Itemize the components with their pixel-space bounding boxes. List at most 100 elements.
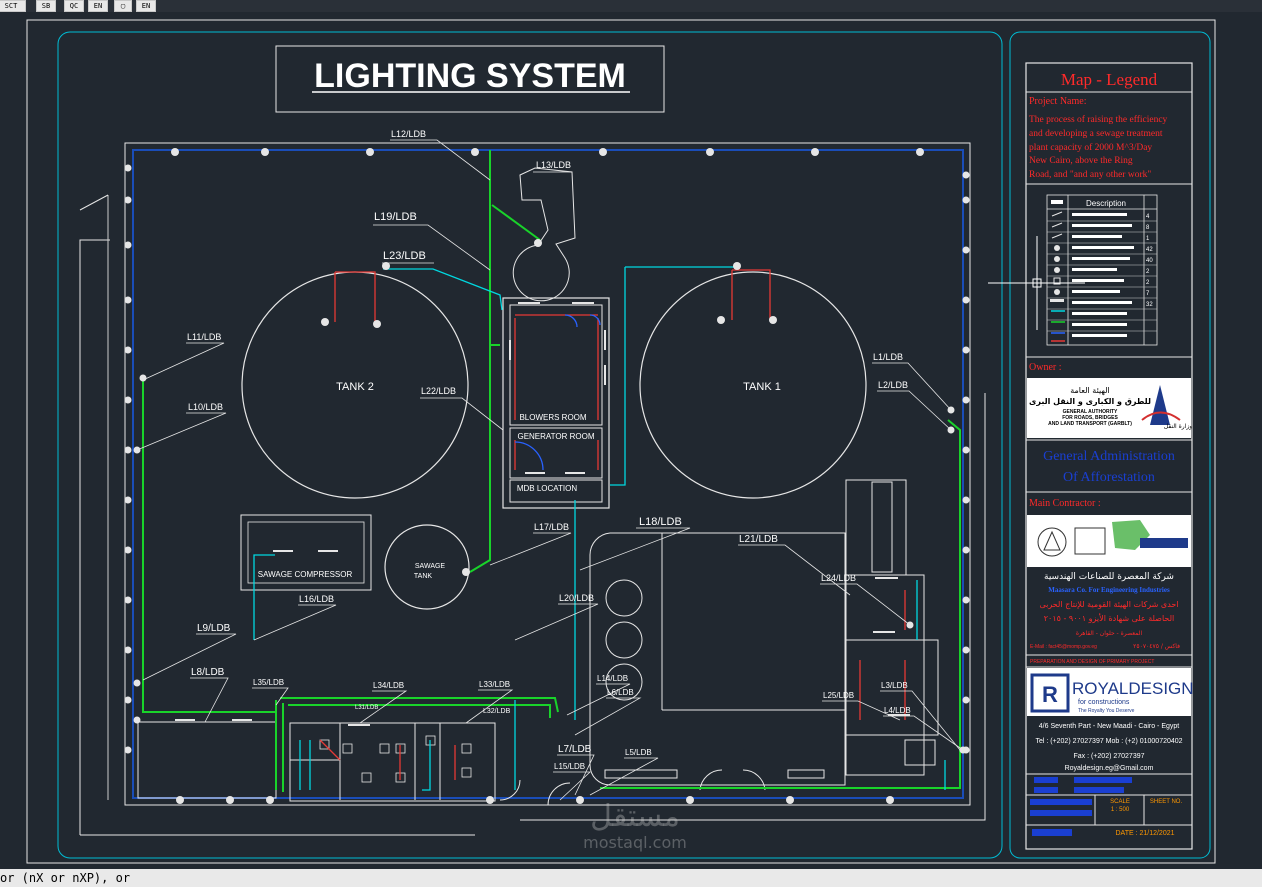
admin-building — [289, 722, 496, 802]
circuit-label-l5: L5/LDB — [625, 748, 652, 757]
sheet-label: SHEET NO. — [1150, 799, 1183, 805]
toolbar-button-en2[interactable]: EN — [136, 0, 156, 12]
contractor-ar-3: الحاصلة على شهادة الأيزو ٩٠٠١ - ٢٠١٥ — [1044, 613, 1174, 623]
red-wiring — [319, 269, 906, 780]
svg-text:FOR ROADS, BRIDGES: FOR ROADS, BRIDGES — [1062, 415, 1118, 421]
circuit-label-l17: L17/LDB — [534, 522, 569, 532]
svg-text:42: 42 — [1146, 247, 1153, 253]
circuit-label-l18: L18/LDB — [639, 516, 682, 528]
circuit-label-l14: L14/LDB — [597, 674, 628, 683]
svg-text:8: 8 — [1146, 225, 1150, 231]
title-box — [275, 45, 665, 113]
circuit-label-l33: L33/LDB — [479, 680, 510, 689]
circuit-label-l6: L6/LDB — [607, 688, 634, 697]
svg-text:2: 2 — [1146, 280, 1150, 286]
svg-text:32: 32 — [1146, 302, 1153, 308]
tank-2-label: TANK 2 — [336, 381, 374, 393]
contractor-ar-2: احدى شركات الهيئة القومية للإنتاج الحربى — [1039, 600, 1178, 610]
svg-text:وزارة النقل: وزارة النقل — [1164, 423, 1192, 430]
svg-text:for constructions: for constructions — [1078, 699, 1130, 706]
svg-text:The process of raising the eff: The process of raising the efficiency — [1029, 114, 1168, 125]
legend-frame — [1009, 31, 1211, 859]
project-name-label: Project Name: — [1029, 96, 1086, 107]
svg-text:New Cairo, above the Ring: New Cairo, above the Ring — [1029, 156, 1133, 166]
svg-text:R: R — [1042, 682, 1058, 707]
circuit-label-l25: L25/LDB — [823, 691, 854, 700]
svg-text:40: 40 — [1146, 258, 1153, 264]
bottom-left-building — [137, 721, 277, 799]
scale-label: SCALE — [1110, 799, 1130, 805]
fixtures — [124, 148, 970, 804]
mdb-location-label: MDB LOCATION — [517, 484, 578, 493]
circuit-label-l16: L16/LDB — [299, 594, 334, 604]
date-label: DATE : 21/12/2021 — [1115, 830, 1174, 837]
svg-text:4: 4 — [1146, 214, 1150, 220]
designer-address: 4/6 Seventh Part - New Maadi - Cairo - E… — [1039, 723, 1180, 730]
svg-text:الهيئة العامة: الهيئة العامة — [1070, 386, 1110, 395]
svg-text:plant capacity of 2000 M^3/Day: plant capacity of 2000 M^3/Day — [1029, 142, 1152, 153]
cad-drawing-canvas[interactable]: LIGHTING SYSTEM TANK 2 TANK 1 SAWAGE TAN… — [0, 0, 1262, 869]
circuit-label-l35: L35/LDB — [253, 678, 284, 687]
circuit-label-l31: L31/LDB — [355, 705, 378, 711]
contractor-ar: شركة المعصرة للصناعات الهندسية — [1044, 572, 1174, 582]
circuit-label-l11: L11/LDB — [187, 332, 221, 342]
drawing-outer-frame — [26, 19, 1216, 864]
preparation-line: PREPARATION AND DESIGN OF PRIMARY PROJEC… — [1030, 659, 1154, 665]
cyan-circuits — [253, 266, 946, 791]
owner-label: Owner : — [1029, 362, 1062, 373]
circuit-label-l19: L19/LDB — [374, 211, 417, 223]
watermark: مستقل mostaql.com — [545, 800, 725, 852]
circuit-label-l21: L21/LDB — [739, 534, 778, 545]
fluorescent-fixtures — [175, 302, 910, 726]
sawage-compressor-label: SAWAGE COMPRESSOR — [258, 570, 353, 579]
toolbar-button-en[interactable]: EN — [88, 0, 108, 12]
layout-frame — [57, 31, 1003, 859]
circuit-label-l8: L8/LDB — [191, 667, 225, 678]
scale-value: 1 : 500 — [1111, 807, 1130, 813]
toolbar-button-sb[interactable]: SB — [36, 0, 56, 12]
svg-text:ROYALDESIGN: ROYALDESIGN — [1072, 679, 1194, 698]
circuit-label-l34: L34/LDB — [373, 681, 404, 690]
sawage-compressor-room — [240, 514, 372, 591]
contractor-address: المعصرة - حلوان - القاهرة — [1076, 630, 1143, 637]
designer-logo: R ROYALDESIGN for constructions The Roya… — [1030, 673, 1194, 714]
svg-text:The Royalty You Deserve: The Royalty You Deserve — [1078, 708, 1135, 714]
designer-tel: Tel : (+202) 27027397 Mob : (+2) 0100072… — [1035, 738, 1182, 745]
generator-room-label: GENERATOR ROOM — [517, 432, 594, 441]
contractor-label: Main Contractor : — [1029, 498, 1101, 509]
svg-text:7: 7 — [1146, 291, 1150, 297]
svg-text:and developing a sewage treatm: and developing a sewage treatment — [1029, 129, 1163, 139]
svg-text:2: 2 — [1146, 269, 1150, 275]
toolbar-button-snap-icon[interactable]: ▢ — [114, 0, 132, 12]
service-building — [502, 297, 610, 509]
toolbar-button-qc[interactable]: QC — [64, 0, 84, 12]
green-circuits — [142, 150, 961, 792]
watermark-en: mostaql.com — [583, 833, 687, 852]
title-block: SCALE 1 : 500 SHEET NO. DATE : 21/12/202… — [1026, 777, 1192, 837]
circuit-label-l2: L2/LDB — [878, 380, 908, 390]
circuit-label-l9: L9/LDB — [197, 623, 231, 634]
sawage-tank-label-1: SAWAGE — [415, 563, 446, 570]
svg-text:Road, and "and any other work": Road, and "and any other work" — [1029, 170, 1151, 180]
circuit-label-l22: L22/LDB — [421, 386, 456, 396]
circuit-label-l15: L15/LDB — [554, 762, 585, 771]
legend-table: Description — [1046, 194, 1158, 346]
circuit-label-l20: L20/LDB — [559, 593, 594, 603]
circuit-label-l3: L3/LDB — [881, 681, 908, 690]
blowers-room-label: BLOWERS ROOM — [519, 413, 586, 422]
tank-1 — [639, 271, 867, 499]
circuit-label-l7: L7/LDB — [558, 744, 592, 755]
circuit-label-l23: L23/LDB — [383, 250, 426, 262]
site-boundary — [79, 142, 1040, 836]
owner-logo: الهيئة العامة للطرق و الكبارى و النقل ال… — [1029, 385, 1192, 430]
command-line[interactable]: or (nX or nXP), or — [0, 869, 1262, 887]
circuit-label-l12: L12/LDB — [391, 129, 426, 139]
circuit-labels: L12/LDB L13/LDB L19/LDB L23/LDB L22/LDB … — [187, 129, 911, 771]
admin-line-2: Of Afforestation — [1063, 470, 1155, 485]
crosshair-cursor — [988, 236, 1085, 330]
toolbar-button-sct[interactable]: SCT — [0, 0, 26, 12]
svg-text:للطرق و الكبارى و النقل البرى: للطرق و الكبارى و النقل البرى — [1029, 397, 1151, 406]
legend-panel: Map - Legend Project Name: The process o… — [1025, 62, 1194, 850]
admin-line-1: General Administration — [1043, 449, 1175, 464]
tank-1-label: TANK 1 — [743, 381, 781, 393]
